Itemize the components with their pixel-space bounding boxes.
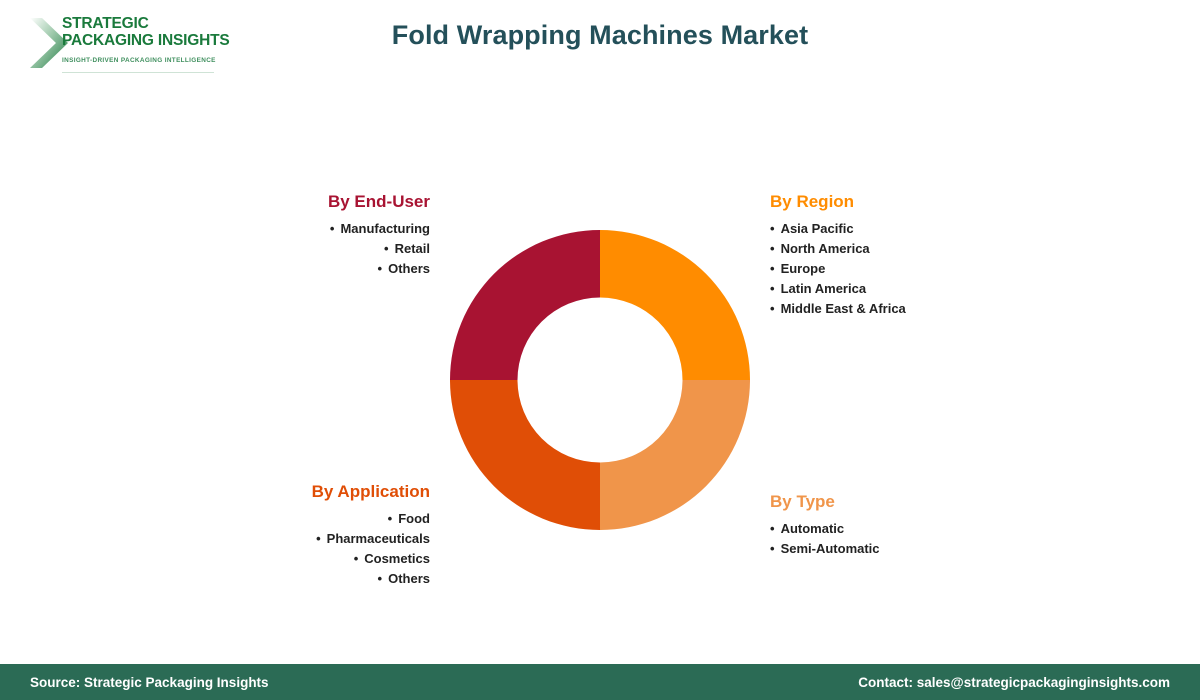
list-item: North America [770,239,1070,259]
donut-slice-by-region [600,230,750,380]
segment-heading-end-user: By End-User [327,192,430,211]
list-item: Cosmetics [120,549,430,569]
list-item: Semi-Automatic [770,539,1070,559]
logo-line-1: STRATEGIC [62,15,149,32]
donut-slice-by-type [600,380,750,530]
segment-group-region: By Region Asia Pacific North America Eur… [770,192,1070,319]
list-item: Latin America [770,279,1070,299]
list-item: Automatic [770,519,1070,539]
brand-logo: STRATEGIC PACKAGING INSIGHTS INSIGHT-DRI… [26,12,230,76]
logo-tagline: INSIGHT-DRIVEN PACKAGING INTELLIGENCE [62,57,216,64]
segment-list-region: Asia Pacific North America Europe Latin … [770,219,1070,319]
logo-line-2: PACKAGING INSIGHTS [62,32,230,49]
list-item: Others [120,569,430,589]
logo-wordmark: STRATEGIC PACKAGING INSIGHTS INSIGHT-DRI… [62,15,230,64]
footer-source: Source: Strategic Packaging Insights [30,674,269,690]
green-chevron-icon [26,14,72,72]
segment-group-end-user: By End-User Manufacturing Retail Others [150,192,430,279]
segment-group-type: By Type Automatic Semi-Automatic [770,492,1070,559]
segment-heading-region: By Region [770,192,855,211]
donut-slice-by-end-user [450,230,600,380]
segment-list-application: Food Pharmaceuticals Cosmetics Others [120,509,430,589]
segment-list-end-user: Manufacturing Retail Others [150,219,430,279]
segment-list-type: Automatic Semi-Automatic [770,519,1070,559]
segment-heading-type: By Type [770,492,835,511]
list-item: Europe [770,259,1070,279]
footer-contact: Contact: sales@strategicpackaginginsight… [858,674,1170,690]
list-item: Food [120,509,430,529]
donut-slice-by-application [450,380,600,530]
logo-divider [62,72,214,73]
list-item: Manufacturing [150,219,430,239]
list-item: Others [150,259,430,279]
list-item: Middle East & Africa [770,299,1070,319]
segment-group-application: By Application Food Pharmaceuticals Cosm… [120,482,430,589]
donut-chart [450,230,750,530]
list-item: Asia Pacific [770,219,1070,239]
list-item: Pharmaceuticals [120,529,430,549]
segment-heading-application: By Application [311,482,430,501]
page-title: Fold Wrapping Machines Market [391,20,809,50]
list-item: Retail [150,239,430,259]
footer-bar: Source: Strategic Packaging Insights Con… [0,664,1200,700]
